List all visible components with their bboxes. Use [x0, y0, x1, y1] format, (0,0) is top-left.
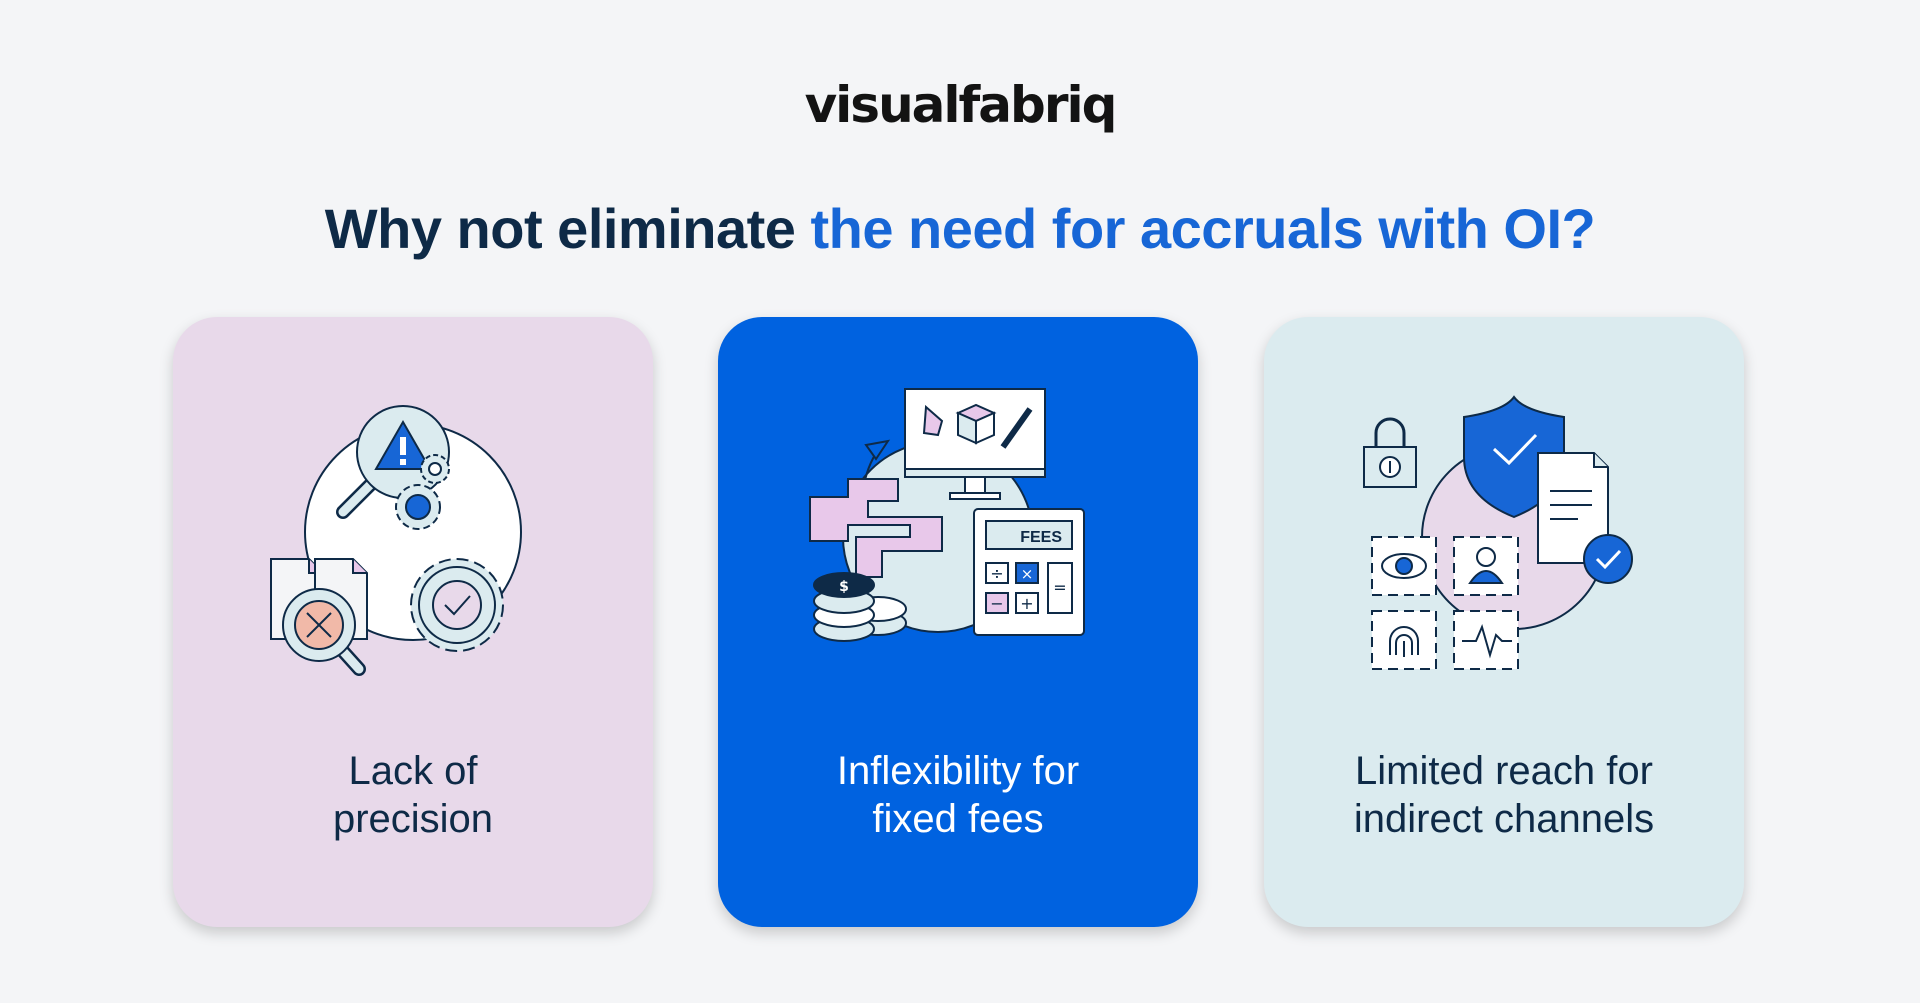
card-lack-of-precision: Lack of precision [173, 317, 653, 927]
magnifier-warning-gear-icon [270, 405, 522, 676]
card-label-line2: fixed fees [872, 797, 1044, 841]
svg-text:$: $ [839, 579, 849, 595]
card-limited-reach: Limited reach for indirect channels [1264, 317, 1744, 927]
card-label-line1: Inflexibility for [836, 749, 1080, 793]
monitor-calculator-coins-icon: FEES ÷ × − + = $ [809, 388, 1085, 642]
card-label: Lack of precision [193, 747, 633, 843]
calculator-label: FEES [1020, 529, 1062, 546]
card-label-line2: precision [332, 797, 494, 841]
svg-text:+: + [1020, 594, 1033, 613]
svg-text:÷: ÷ [990, 564, 1003, 583]
brand-logo: visualfabriq [804, 76, 1118, 134]
card-label-line1: Limited reach for [1355, 749, 1653, 793]
card-inflexibility-fixed-fees: FEES ÷ × − + = $ Inflexibility for fixed… [718, 317, 1198, 927]
card-label: Limited reach for indirect channels [1284, 747, 1724, 843]
shield-biometric-document-icon [1363, 395, 1633, 670]
svg-text:×: × [1021, 565, 1034, 583]
card-label-line2: indirect channels [1353, 797, 1655, 841]
headline-prefix: Why not eliminate [324, 197, 811, 260]
page-headline: Why not eliminate the need for accruals … [0, 196, 1920, 261]
svg-text:−: − [990, 594, 1003, 613]
headline-accent: the need for accruals with OI? [810, 197, 1596, 260]
card-label-line1: Lack of [348, 749, 478, 793]
svg-text:=: = [1053, 578, 1066, 597]
card-label: Inflexibility for fixed fees [738, 747, 1178, 843]
